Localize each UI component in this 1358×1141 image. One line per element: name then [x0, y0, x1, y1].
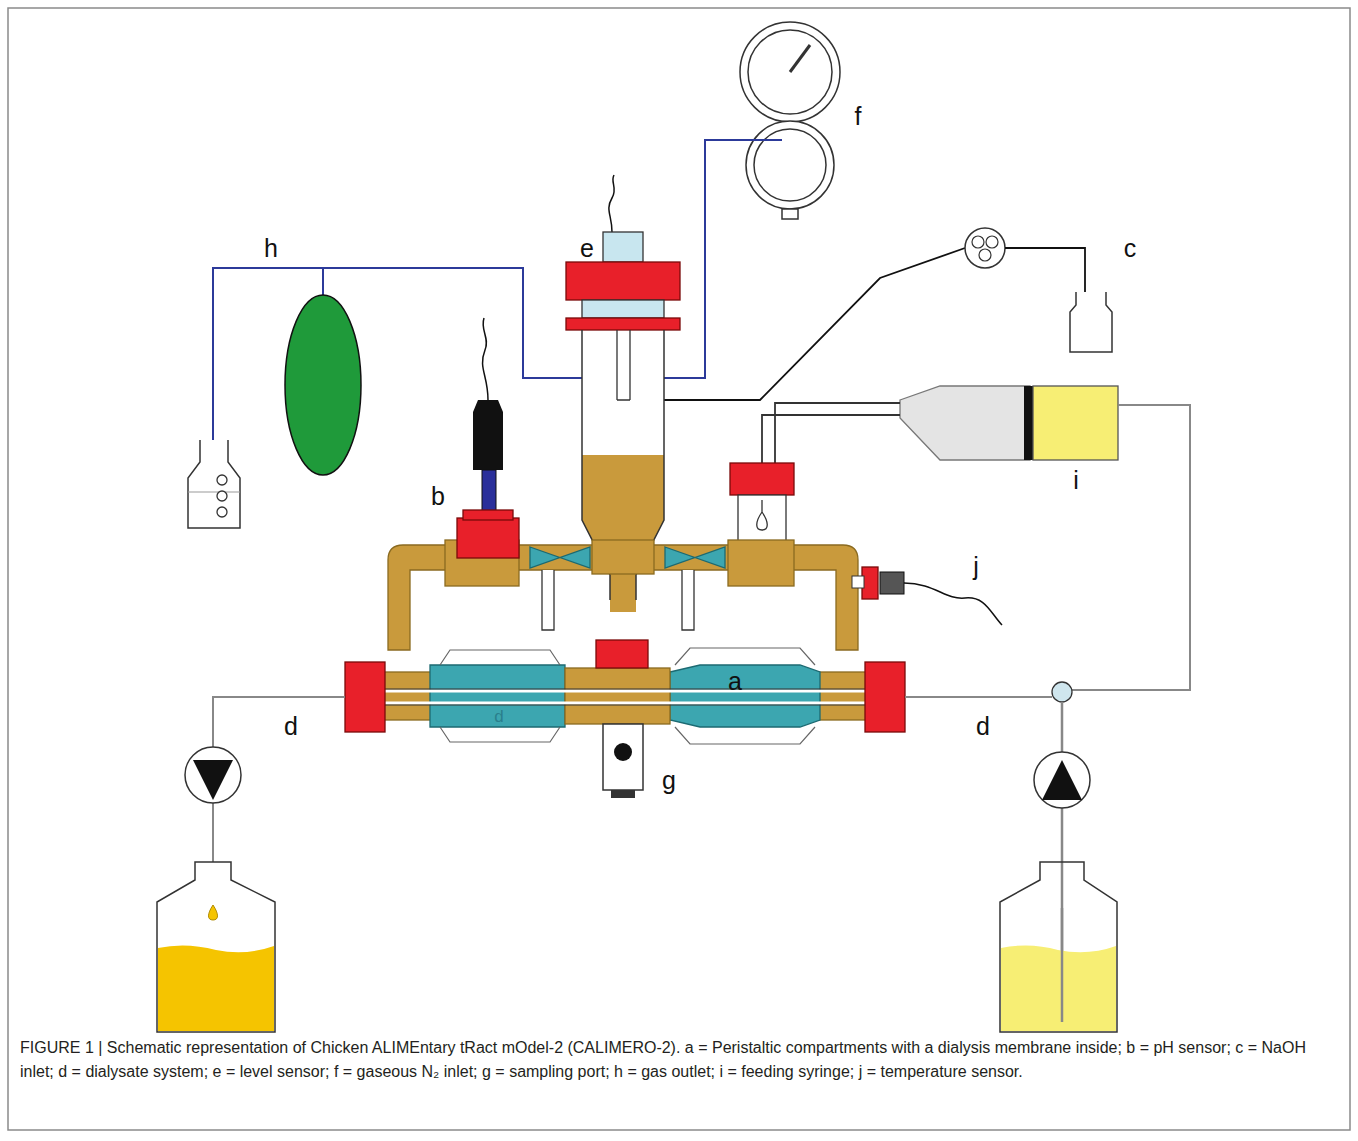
figure-caption: FIGURE 1 | Schematic representation of C…	[20, 1036, 1338, 1084]
callout-letter: d	[494, 708, 503, 725]
callout-letter: g	[662, 768, 676, 793]
callout-letter: a	[728, 669, 742, 694]
callout-letter: i	[1073, 468, 1079, 493]
callout-letter: c	[1124, 236, 1137, 261]
callout-letter: b	[431, 484, 445, 509]
callout-letter: d	[976, 714, 990, 739]
callout-letter: f	[855, 104, 862, 129]
callout-letter: j	[973, 554, 979, 579]
callout-letter: e	[580, 236, 594, 261]
callout-letter: d	[284, 714, 298, 739]
callout-letter: h	[264, 236, 278, 261]
